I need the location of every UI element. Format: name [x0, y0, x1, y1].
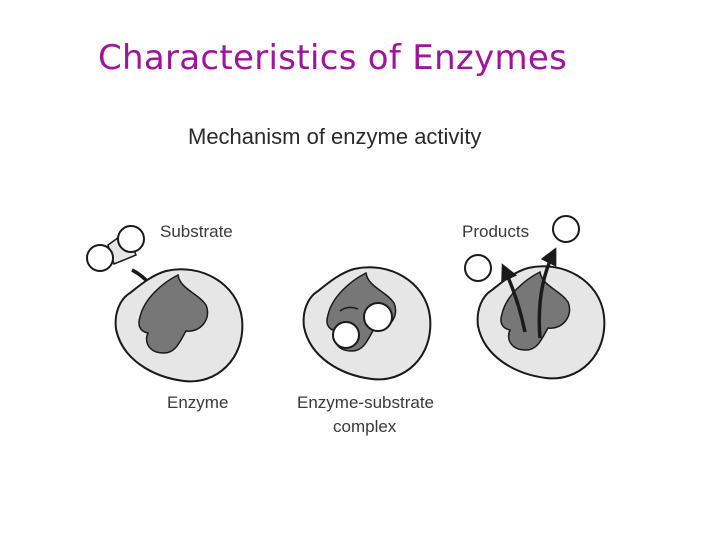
product-molecule-a — [465, 255, 491, 281]
bound-substrate-a — [333, 322, 359, 348]
label-products: Products — [462, 222, 529, 241]
substrate-molecule — [87, 226, 144, 271]
substrate-part-left — [87, 245, 113, 271]
slide-title: Characteristics of Enzymes — [98, 38, 567, 78]
bound-substrate-b — [364, 303, 392, 331]
enzyme-mechanism-diagram: Mechanism of enzyme activity Substrate E… — [80, 108, 640, 458]
label-complex-line2: complex — [333, 417, 397, 436]
label-enzyme: Enzyme — [167, 393, 228, 412]
enzyme-substrate-complex — [304, 267, 431, 379]
label-complex-line1: Enzyme-substrate — [297, 393, 434, 412]
substrate-part-right — [118, 226, 144, 252]
enzyme-free — [116, 269, 243, 381]
product-molecule-b — [553, 216, 579, 242]
diagram-heading: Mechanism of enzyme activity — [188, 124, 481, 149]
label-substrate: Substrate — [160, 222, 233, 241]
